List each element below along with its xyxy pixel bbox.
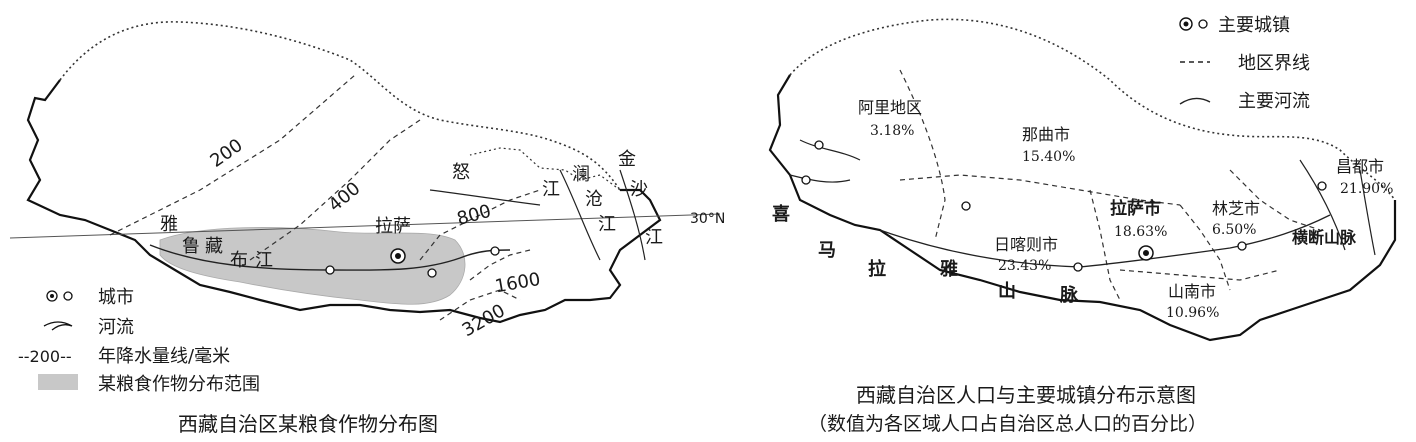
region-name-shigatse: 日喀则市 [994, 235, 1058, 254]
jinsha-char-2: 沙 [630, 179, 648, 200]
district-boundary [1179, 204, 1231, 291]
lhasa-label: 拉萨 [375, 216, 411, 237]
city-marker [325, 265, 335, 275]
nu-jiang-label: 江 [542, 179, 560, 200]
right-map: 阿里地区 3.18% 那曲市 15.40% 昌都市 21.90% 拉萨市 18.… [768, 15, 1397, 435]
legend-isohyet: 年降水量线/毫米 [98, 346, 230, 367]
river-char-1: 雅 [160, 214, 178, 235]
city-marker [427, 268, 437, 278]
right-north-boundary [789, 18, 1396, 201]
jinsha-char-1: 金 [618, 149, 636, 170]
region-pct-linzhi: 6.50% [1212, 222, 1256, 238]
region-pct-lhasa: 18.63% [1114, 224, 1167, 240]
isohyet-800 [419, 189, 541, 261]
nu-river [429, 189, 541, 206]
isohyet-label-200: 200 [206, 135, 246, 172]
left-north-boundary [59, 21, 621, 191]
legend-crop: 某粮食作物分布范围 [98, 374, 260, 395]
isohyet-200 [109, 74, 356, 236]
jinsha-river [619, 169, 646, 261]
crop-distribution-area [159, 227, 466, 305]
town-marker [1317, 181, 1327, 191]
legend-river: 河流 [98, 317, 134, 338]
right-legend: 主要城镇 地区界线 主要河流 [1179, 15, 1310, 112]
town-marker [801, 175, 811, 185]
town-marker [1237, 241, 1247, 251]
river-char-3: 藏 [205, 236, 223, 257]
isohyet-label-1600: 1600 [493, 269, 542, 298]
isohyet-3200 [439, 289, 521, 321]
himalaya-char-5: 山 [998, 281, 1016, 302]
right-south-boundary [768, 74, 1397, 342]
right-map-title: 西藏自治区人口与主要城镇分布示意图 [856, 383, 1196, 407]
left-legend: 城市 河流 --200-- 年降水量线/毫米 某粮食作物分布范围 [18, 287, 260, 395]
himalaya-char-4: 雅 [939, 258, 958, 280]
jinsha-char-3: 江 [645, 227, 663, 248]
latitude-label: 30°N [690, 211, 725, 227]
region-pct-ali: 3.18% [870, 123, 914, 139]
latitude-line [9, 213, 721, 239]
lhasa-town-marker [1138, 245, 1154, 261]
city-marker [490, 246, 500, 256]
himalaya-char-6: 脉 [1059, 284, 1079, 306]
legend-boundary: 地区界线 [1238, 53, 1310, 74]
himalaya-char-2: 马 [818, 240, 836, 261]
river-char-5: 江 [255, 250, 273, 271]
region-name-ali: 阿里地区 [858, 98, 922, 117]
river-char-2: 鲁 [182, 236, 200, 257]
town-marker [814, 140, 824, 150]
isohyet-1600 [469, 249, 531, 281]
legend-isohyet-sample: --200-- [18, 347, 72, 366]
himalaya-char-1: 喜 [772, 204, 790, 225]
region-pct-shannan: 10.96% [1166, 305, 1219, 321]
region-name-naqu: 那曲市 [1022, 125, 1070, 144]
district-boundary [1089, 189, 1121, 301]
district-boundary [1229, 169, 1321, 231]
right-river [879, 214, 1331, 268]
lancang-char-1: 澜 [572, 164, 590, 185]
himalaya-char-3: 拉 [868, 258, 886, 280]
left-map: 拉萨 30°N 雅 鲁 藏 布 江 200 400 800 1600 3200 … [9, 21, 725, 436]
region-pct-naqu: 15.40% [1022, 149, 1075, 165]
district-boundary [899, 69, 946, 241]
town-marker [961, 201, 971, 211]
legend-town: 主要城镇 [1218, 15, 1290, 36]
right-river [799, 139, 861, 161]
region-pct-shigatse: 23.43% [998, 258, 1051, 274]
hengduan-label: 横断山脉 [1292, 228, 1357, 247]
river-char-4: 布 [230, 250, 248, 271]
town-marker [1073, 262, 1083, 272]
region-pct-changdu: 21.90% [1340, 181, 1393, 197]
isohyet-label-800: 800 [455, 201, 494, 230]
nu-label: 怒 [452, 162, 470, 183]
region-name-lhasa: 拉萨市 [1110, 198, 1161, 219]
yarlung-river [149, 244, 511, 271]
region-name-changdu: 昌都市 [1336, 157, 1384, 176]
left-east-edge [469, 147, 621, 191]
right-river [1299, 159, 1346, 251]
right-river [1359, 169, 1376, 256]
right-map-subtitle: （数值为各区域人口占自治区总人口的百分比） [808, 413, 1207, 435]
region-name-linzhi: 林芝市 [1212, 199, 1260, 218]
right-river [789, 174, 851, 183]
isohyet-label-400: 400 [325, 178, 365, 216]
region-name-shannan: 山南市 [1168, 282, 1216, 301]
left-south-boundary [26, 79, 662, 324]
isohyet-label-3200: 3200 [459, 300, 509, 341]
lancang-char-3: 江 [598, 214, 616, 235]
lancang-river [559, 169, 601, 261]
left-map-title: 西藏自治区某粮食作物分布图 [178, 412, 438, 436]
isohyet-400 [249, 119, 421, 261]
lancang-char-2: 沧 [585, 189, 603, 210]
district-boundary [1119, 269, 1281, 281]
legend-city: 城市 [98, 287, 134, 308]
legend-river: 主要河流 [1238, 91, 1310, 112]
lhasa-marker [390, 248, 406, 264]
